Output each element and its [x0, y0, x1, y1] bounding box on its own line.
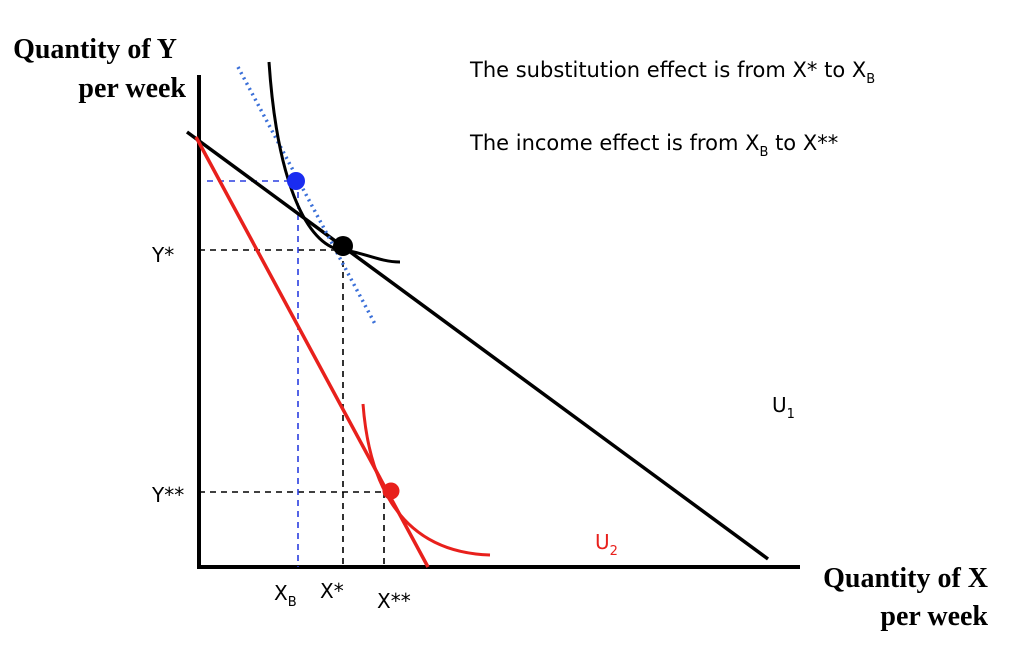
- u2-label: U2: [595, 530, 618, 559]
- y-star-label: Y*: [151, 243, 174, 267]
- x-star-label: X*: [320, 579, 344, 603]
- x-b-label: XB: [274, 581, 297, 610]
- original-budget-line: [185, 130, 770, 561]
- x-axis-title-line2: per week: [880, 601, 988, 632]
- substitution-effect-note: The substitution effect is from X* to XB: [469, 58, 875, 87]
- u1-label: U1: [772, 393, 795, 422]
- new-budget-line: [194, 136, 430, 568]
- compensated-budget-line: [236, 66, 377, 325]
- x-axis-title-line1: Quantity of X: [823, 563, 988, 594]
- income-effect-note: The income effect is from XB to X**: [469, 131, 838, 160]
- y-axis-title-line2: per week: [78, 73, 186, 104]
- y-axis-title-line1: Quantity of Y: [13, 34, 177, 65]
- original-equilibrium-point: [333, 236, 353, 256]
- indifference-curve-u1: [267, 61, 401, 264]
- y-double-star-label: Y**: [151, 483, 184, 507]
- x-double-star-label: X**: [377, 589, 411, 613]
- compensated-point: [287, 172, 305, 190]
- new-equilibrium-point: [382, 482, 400, 500]
- indifference-curve-u2: [361, 403, 491, 557]
